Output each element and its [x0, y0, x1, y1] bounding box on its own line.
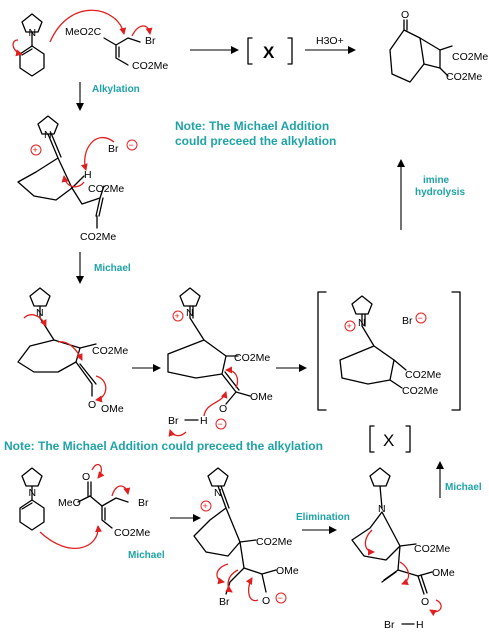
enolate-ome: OMe [250, 391, 273, 403]
step-alkylation: Alkylation [92, 84, 140, 95]
methyl-ester-o: O [82, 471, 90, 483]
enolate-ome-2: OMe [276, 565, 299, 577]
step-michael: Michael [94, 263, 131, 274]
plus-charge-2: + [175, 311, 180, 321]
enamine-acrylate: N CO2Me OMe O Br H [351, 467, 455, 631]
enamine-reactant: N [12, 13, 45, 77]
step-michael-2: Michael [128, 550, 165, 561]
enolate-iminium-2: N + CO2Me Br OMe O − [193, 467, 299, 608]
step-imine: imine [423, 175, 450, 186]
minus-charge: − [129, 140, 134, 150]
alpha-h-label: H [84, 169, 92, 181]
bromide-label: Br [145, 35, 156, 47]
iminium-n-label-4: N [214, 487, 222, 499]
bromo-diester-reactant: MeO2C Br CO2Me [49, 9, 168, 72]
bracket-ester-1: CO2Me [405, 369, 441, 381]
enamine-n-label-4: N [378, 503, 386, 515]
ester-ome-label: OMe [101, 403, 124, 415]
minus-charge-4: − [278, 593, 283, 603]
bromide-leaving: Br [219, 596, 230, 608]
product-ester-1: CO2Me [452, 51, 488, 63]
ester-label-2: CO2Me [88, 183, 124, 195]
iminium-alkylated: N + H CO2Me CO2Me Br − [17, 115, 138, 243]
enamine-n-label-2: N [36, 307, 44, 319]
hbr-br: Br [168, 415, 179, 427]
bracket-ester-2: CO2Me [402, 385, 438, 397]
intermediate-x-label: X [263, 43, 275, 62]
ester-label-5: CO2Me [234, 352, 270, 364]
acrylate-ome: OMe [432, 567, 455, 579]
plus-charge: + [33, 145, 38, 155]
bromo-diester-reactant-2: O MeO Br CO2Me [58, 463, 150, 539]
intermediate-x-label-2: X [383, 431, 394, 450]
hbr-h: H [200, 415, 208, 427]
enolate-iminium: N + CO2Me OMe O − Br H [167, 287, 273, 437]
iminium-n-label-3: N [358, 317, 366, 329]
enamine-michael-substrate: N CO2Me O OMe [17, 287, 128, 415]
note-middle: Note: The Michael Addition could preceed… [4, 439, 323, 453]
step-elimination: Elimination [296, 512, 350, 523]
enamine-reactant-2: N [19, 467, 103, 549]
enolate-o-label: O [219, 403, 227, 415]
minus-charge-3: − [418, 313, 423, 323]
step-hydrolysis: hydrolysis [415, 187, 465, 198]
note-right-line2: could preceed the alkylation [175, 134, 336, 148]
intermediate-x-bracket-2: X [369, 425, 411, 453]
plus-charge-4: + [203, 501, 208, 511]
acrylate-o-label: O [421, 596, 429, 608]
ester-label-3: CO2Me [80, 231, 116, 243]
ester-label-7: CO2Me [256, 536, 292, 548]
bromide-anion: Br [108, 143, 119, 155]
minus-charge-2: − [218, 419, 223, 429]
iminium-n-label: N [44, 129, 52, 141]
note-right-line1: Note: The Michael Addition [175, 119, 329, 133]
hbr-br-2: Br [384, 619, 395, 631]
enolate-o-label-2: O [262, 595, 270, 607]
ester-label-4: CO2Me [92, 345, 128, 357]
bromide-counter: Br [402, 315, 413, 327]
bromide-label-2: Br [138, 497, 149, 509]
product-ester-2: CO2Me [446, 71, 482, 83]
bicyclic-ketone-product: O CO2Me CO2Me [389, 9, 488, 83]
amine-n-label: N [29, 27, 37, 39]
enamine-n-label-3: N [29, 487, 37, 499]
step-michael-3: Michael [445, 482, 482, 493]
ester-left-label: MeO2C [65, 26, 102, 38]
ester-left-label-2: MeO [58, 497, 81, 509]
iminium-n-label-2: N [186, 307, 194, 319]
intermediate-x-bracket: X [247, 37, 293, 65]
bracketed-iminium: N + Br − CO2Me CO2Me [317, 291, 461, 411]
ester-label-6: CO2Me [114, 527, 150, 539]
ester-label: CO2Me [132, 60, 168, 72]
hbr-h-2: H [416, 619, 424, 631]
acid-reagent-label: H3O+ [316, 35, 344, 47]
plus-charge-3: + [347, 321, 352, 331]
ketone-o-label: O [401, 9, 409, 21]
ester-label-8: CO2Me [414, 543, 450, 555]
ester-o-label: O [88, 399, 96, 411]
